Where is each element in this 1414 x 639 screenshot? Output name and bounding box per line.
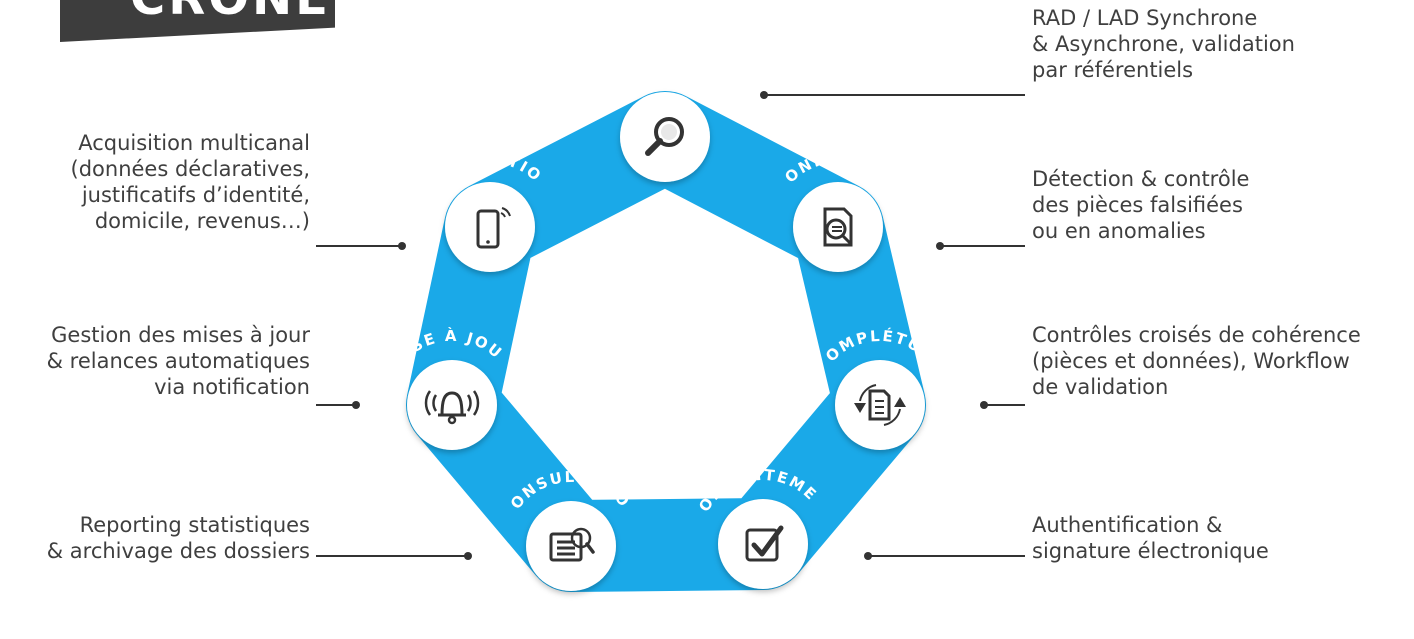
connector-dot-mise-a-jour <box>352 401 360 409</box>
description-line: Gestion des mises à jour <box>51 323 310 347</box>
magnifier-icon <box>645 117 684 156</box>
document-refresh-icon <box>854 384 906 426</box>
step-consultation-label: CONSULTATION <box>0 0 634 513</box>
step-completude-disc <box>835 360 925 450</box>
description-completude: Contrôles croisés de cohérence(pièces et… <box>1032 322 1361 400</box>
description-line: ou en anomalies <box>1032 219 1206 243</box>
connector-dot-consultation <box>464 552 472 560</box>
description-consultation: Reporting statistiques& archivage des do… <box>47 512 310 564</box>
step-consultation-disc <box>526 501 616 591</box>
description-consentement: Authentification &signature électronique <box>1032 512 1269 564</box>
connector-dot-consentement <box>864 552 872 560</box>
description-mise-a-jour: Gestion des mises à jour& relances autom… <box>47 322 310 400</box>
document-scan-icon <box>823 207 853 247</box>
bell-icon <box>424 390 480 425</box>
description-line: via notification <box>154 375 310 399</box>
description-line: RAD / LAD Synchrone <box>1032 6 1258 30</box>
description-line: Reporting statistiques <box>79 513 310 537</box>
smartphone-icon <box>476 207 511 249</box>
connector-dot-completude <box>980 401 988 409</box>
description-line: & archivage des dossiers <box>46 539 310 563</box>
checkbox-icon <box>745 525 784 562</box>
connector-dot-acquisition <box>398 242 406 250</box>
description-line: (données déclaratives, <box>70 157 310 181</box>
step-acquisition-disc <box>445 182 535 272</box>
description-line: (pièces et données), Workflow <box>1032 349 1350 373</box>
description-line: Acquisition multicanal <box>78 131 310 155</box>
banner-text: CRONE <box>130 0 331 26</box>
document-search-icon <box>549 527 595 562</box>
description-line: Détection & contrôle <box>1032 167 1250 191</box>
description-line: Authentification & <box>1032 513 1223 537</box>
step-mise-a-jour-disc <box>407 360 497 450</box>
description-line: domicile, revenus…) <box>94 209 310 233</box>
description-line: par référentiels <box>1032 58 1194 82</box>
connector-dot-indexation <box>760 91 768 99</box>
description-line: de validation <box>1032 375 1169 399</box>
description-line: & relances automatiques <box>46 349 310 373</box>
description-line: & Asynchrone, validation <box>1032 32 1295 56</box>
connector-dot-conformite <box>936 242 944 250</box>
step-indexation-label: INDEXATION <box>0 0 717 98</box>
description-line: signature électronique <box>1032 539 1269 563</box>
description-line: des pièces falsifiées <box>1032 193 1243 217</box>
step-consentement-disc <box>718 499 808 589</box>
description-line: justificatifs d’identité, <box>81 183 310 207</box>
description-indexation: RAD / LAD Synchrone& Asynchrone, validat… <box>1032 5 1295 83</box>
description-acquisition: Acquisition multicanal(données déclarati… <box>71 130 310 234</box>
description-line: Contrôles croisés de cohérence <box>1032 323 1361 347</box>
